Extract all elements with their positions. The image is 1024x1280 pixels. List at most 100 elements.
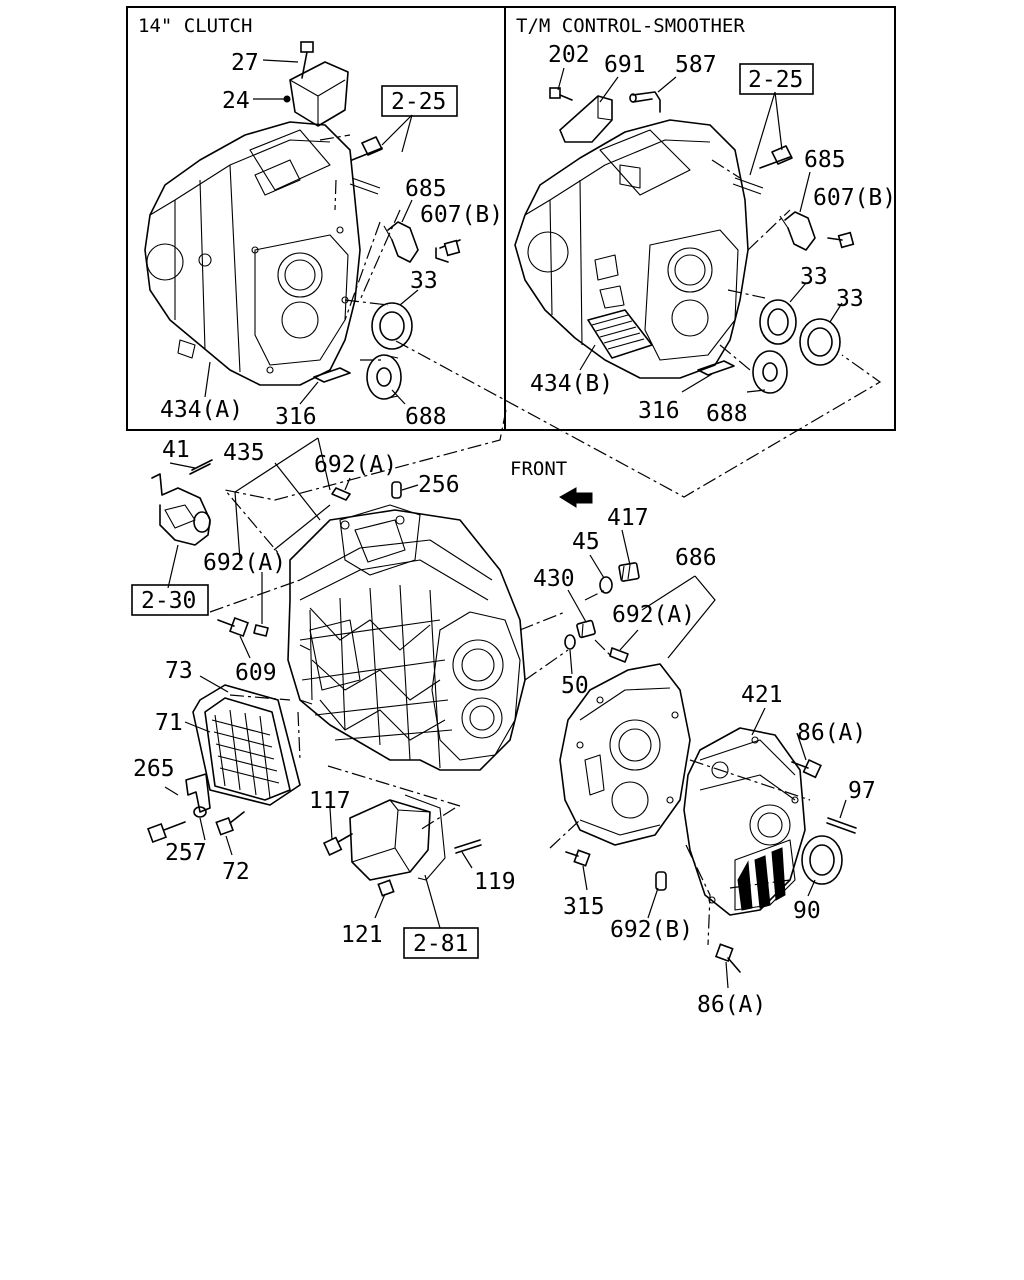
left-panel-title: 14" CLUTCH [138,15,252,37]
bolt-72 [215,811,245,836]
callout-256: 256 [418,472,460,498]
callout-434b: 434(B) [530,371,613,397]
bracket-691 [559,95,613,143]
ref-box-2-81: 2-81 [403,927,479,959]
stud-97 [826,817,857,834]
callout-86a-lower: 86(A) [697,992,766,1018]
callout-24: 24 [222,88,250,114]
callout-316-left: 316 [275,404,317,430]
dowel-692a-top [331,487,351,501]
main-leader-lines [164,409,847,989]
callout-71: 71 [155,710,183,736]
front-label: FRONT [510,458,567,480]
inset-leader-lines [204,59,882,498]
pipe-587 [629,91,661,113]
callout-27: 27 [231,50,259,76]
callout-33-right-a: 33 [800,264,828,290]
bolt-27 [283,41,314,103]
callout-692b: 692(B) [610,917,693,943]
bracket-24 [289,61,349,127]
rear-cover-421 [683,727,806,916]
callout-692a-right: 692(A) [612,602,695,628]
callout-686: 686 [675,545,717,571]
bracket-685-left [383,221,419,263]
stud-119 [454,839,482,854]
callout-41: 41 [162,437,190,463]
svg-text:2-25: 2-25 [748,67,803,93]
solenoid-assembly-2-30 [151,473,211,546]
nut-121 [377,879,395,897]
bearing-688-left [366,354,402,400]
callout-45: 45 [572,529,600,555]
seal-33-right-b [799,318,841,366]
callout-316-right: 316 [638,398,680,424]
bolt-607b-left [435,239,461,263]
callout-692a-top: 692(A) [314,452,397,478]
callout-685-right: 685 [804,147,846,173]
callout-33-left: 33 [410,268,438,294]
transmission-case [287,504,526,771]
callout-688-right: 688 [706,401,748,427]
svg-text:2-30: 2-30 [141,588,196,614]
cover-2-81 [349,794,446,881]
callout-90: 90 [793,898,821,924]
callout-607b-right: 607(B) [813,185,896,211]
callout-607b-left: 607(B) [420,202,503,228]
cover-71 [204,697,291,801]
svg-text:2-25: 2-25 [391,89,446,115]
bracket-685-right [779,211,816,251]
bolt-315 [565,849,591,867]
front-direction-arrow [559,487,593,508]
ref-box-2-30: 2-30 [131,584,209,616]
callout-688-left: 688 [405,404,447,430]
plate-316-left [313,367,351,383]
svg-text:2-81: 2-81 [413,931,468,957]
bolt-609 [217,617,249,637]
callout-435: 435 [223,440,265,466]
callout-315: 315 [563,894,605,920]
bolt-265 [147,821,186,843]
dowel-692a-right [609,647,629,663]
callout-417: 417 [607,505,649,531]
callout-434a: 434(A) [160,397,243,423]
gasket-73 [192,684,301,806]
callout-202: 202 [548,42,590,68]
callout-265: 265 [133,756,175,782]
callout-691: 691 [604,52,646,78]
o-ring-45 [599,576,613,594]
plate-316-right [697,360,735,376]
callout-72: 72 [222,859,250,885]
callout-117: 117 [309,788,351,814]
bolt-86a-lower [714,943,741,973]
o-ring-50 [564,634,576,650]
callout-33-right-b: 33 [836,286,864,312]
control-unit-434b [587,309,653,359]
right-panel-title: T/M CONTROL-SMOOTHER [516,15,745,37]
callout-119: 119 [474,869,516,895]
callout-257: 257 [165,840,207,866]
callout-86a-upper: 86(A) [797,720,866,746]
callout-609: 609 [235,660,277,686]
dowel-692a-left [253,624,269,637]
dowel-692b [655,871,667,891]
stud-41 [189,459,213,475]
bolt-pair-2-25-left [349,136,383,195]
intermediate-housing-686 [559,663,691,846]
seal-33-right-a [759,299,797,345]
bolt-607b-right [827,231,855,249]
bolt-117 [322,833,353,856]
callout-97: 97 [848,778,876,804]
bolt-202 [549,87,573,101]
bracket-257 [185,773,211,818]
bolt-86a-upper [791,758,822,779]
plug-417 [618,562,640,582]
seal-33-left [371,302,413,350]
callout-421: 421 [741,682,783,708]
callout-430: 430 [533,566,575,592]
callout-73: 73 [165,658,193,684]
callout-50: 50 [561,673,589,699]
plug-430 [576,619,596,639]
bolt-pair-2-25-right [732,145,793,195]
seal-90 [801,835,843,885]
